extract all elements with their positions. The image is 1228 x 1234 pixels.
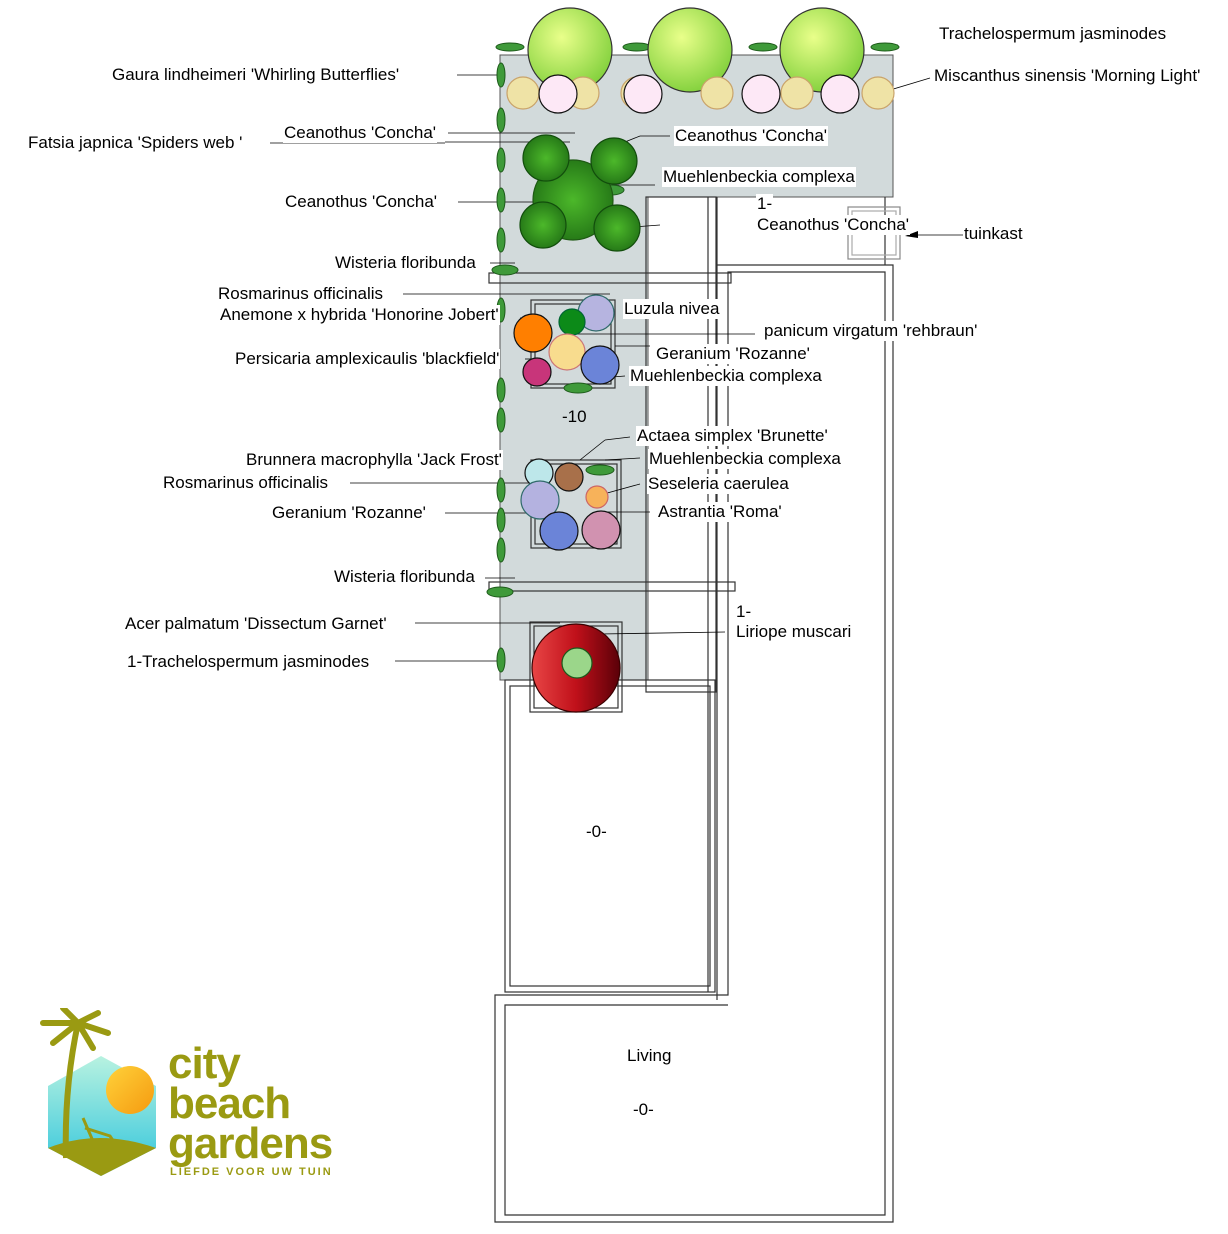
- geranium-plant: [539, 511, 579, 551]
- plant-label-wisteria-2: Wisteria floribunda: [333, 567, 476, 587]
- plant-label-panicum: panicum virgatum 'rehbraun': [763, 321, 979, 341]
- plant-label-liriope: Liriope muscari: [735, 622, 853, 642]
- plant-label-acer: Acer palmatum 'Dissectum Garnet': [124, 614, 388, 634]
- plant-label-astrantia: Astrantia 'Roma': [657, 502, 783, 522]
- palm-beach-icon: [40, 1005, 156, 1176]
- logo-word-beach: beach: [168, 1079, 291, 1128]
- ceanothus-plant: [522, 134, 570, 182]
- astrantia-plant: [581, 510, 621, 550]
- trachelospermum-plant: [495, 42, 525, 52]
- climber-plant: [496, 407, 506, 433]
- ceanothus-plant: [519, 201, 567, 249]
- logo-word-gardens: gardens: [168, 1119, 333, 1168]
- climber-plant: [496, 377, 506, 403]
- miscanthus-plant: [506, 76, 540, 110]
- trachelospermum-plant: [870, 42, 900, 52]
- ceanothus-plant: [593, 204, 641, 252]
- muehlenbeckia-plant: [563, 382, 593, 394]
- persicaria-plant: [522, 357, 552, 387]
- panicum-plant: [558, 308, 586, 336]
- climber-plant: [496, 227, 506, 253]
- plant-label-living: Living: [627, 1046, 672, 1065]
- gaura-plant: [741, 74, 781, 114]
- climber-plant: [496, 477, 506, 503]
- plant-label-ceanothus-2: Ceanothus 'Concha': [674, 126, 829, 146]
- plant-label-ceanothus-4: Ceanothus 'Concha': [756, 215, 911, 235]
- plant-label-brunnera: Brunnera macrophylla 'Jack Frost': [245, 450, 503, 470]
- miscanthus-plant: [780, 76, 814, 110]
- climber-plant: [496, 147, 506, 173]
- plant-label-level-living: -0-: [633, 1100, 654, 1119]
- gaura-plant: [623, 74, 663, 114]
- muehlenbeckia-plant: [585, 464, 615, 476]
- gaura-plant: [820, 74, 860, 114]
- trachelospermum-plant: [748, 42, 778, 52]
- plants: [486, 7, 900, 713]
- plant-label-ceanothus-4-count: 1-: [756, 194, 774, 214]
- logo-tagline: LIEFDE VOOR UW TUIN: [170, 1166, 333, 1178]
- climber-plant: [496, 537, 506, 563]
- plant-label-level-terrace: -10: [562, 407, 587, 426]
- plant-label-wisteria-1: Wisteria floribunda: [334, 253, 477, 273]
- ceanothus-plant: [590, 137, 638, 185]
- leader-line: [579, 439, 606, 461]
- geranium-plant: [580, 345, 620, 385]
- plant-label-persicaria: Persicaria amplexicaulis 'blackfield': [234, 349, 501, 369]
- tuinkast-arrow: [905, 231, 918, 238]
- leader-line: [604, 457, 641, 461]
- plant-label-seseleria: Seseleria caerulea: [647, 474, 790, 494]
- leader-line: [599, 631, 726, 635]
- plant-label-level-middle: -0-: [586, 822, 607, 841]
- miscanthus-plant: [700, 76, 734, 110]
- plant-label-ceanothus-3: Ceanothus 'Concha': [284, 192, 439, 212]
- actaea-plant: [554, 462, 584, 492]
- plant-label-fatsia: Fatsia japnica 'Spiders web ': [27, 133, 244, 153]
- plant-label-liriope-count: 1-: [735, 602, 753, 622]
- leader-line: [604, 436, 631, 441]
- plant-label-ceanothus-1: Ceanothus 'Concha': [283, 123, 438, 143]
- wisteria-plant: [491, 264, 519, 276]
- miscanthus-plant: [861, 76, 895, 110]
- trachelospermum-plant: [622, 42, 652, 52]
- plant-label-muehlenbeckia-2: Muehlenbeckia complexa: [629, 366, 823, 386]
- plant-label-miscanthus: Miscanthus sinensis 'Morning Light': [933, 66, 1202, 86]
- fatsia-plant: [647, 7, 733, 93]
- plant-label-actaea: Actaea simplex 'Brunette': [636, 426, 829, 446]
- plant-label-muehlenbeckia-1: Muehlenbeckia complexa: [662, 167, 856, 187]
- plant-label-trachelospermum-bottom: 1-Trachelospermum jasminodes: [126, 652, 371, 672]
- climber-plant: [496, 107, 506, 133]
- gaura-plant: [538, 74, 578, 114]
- climber-plant: [496, 647, 506, 673]
- liriope-plant: [561, 647, 593, 679]
- climber-plant: [496, 62, 506, 88]
- plant-label-rosmarinus-2: Rosmarinus officinalis: [162, 473, 330, 493]
- seseleria-plant: [585, 485, 609, 509]
- logo-word-city: city: [168, 1039, 241, 1088]
- rosmarinus-plant: [520, 480, 560, 520]
- plant-label-luzula: Luzula nivea: [623, 299, 721, 319]
- plant-label-gaura: Gaura lindheimeri 'Whirling Butterflies': [111, 65, 401, 85]
- plant-label-trachelospermum-top: Trachelospermum jasminodes: [938, 24, 1168, 44]
- panicum-virgatum-plant: [548, 333, 586, 371]
- plant-label-anemone: Anemone x hybrida 'Honorine Jobert': [219, 305, 500, 325]
- plant-label-rosmarinus-1: Rosmarinus officinalis: [217, 284, 385, 304]
- plant-label-geranium-1: Geranium 'Rozanne': [655, 344, 811, 364]
- anemone-plant: [513, 313, 553, 353]
- plant-label-muehlenbeckia-3: Muehlenbeckia complexa: [648, 449, 842, 469]
- city-beach-gardens-logo: city beach gardens LIEFDE VOOR UW TUIN: [38, 1005, 368, 1183]
- plant-label-geranium-2: Geranium 'Rozanne': [271, 503, 427, 523]
- plant-label-tuinkast: tuinkast: [963, 224, 1024, 244]
- climber-plant: [496, 507, 506, 533]
- climber-plant: [496, 187, 506, 213]
- wisteria-plant: [486, 586, 514, 598]
